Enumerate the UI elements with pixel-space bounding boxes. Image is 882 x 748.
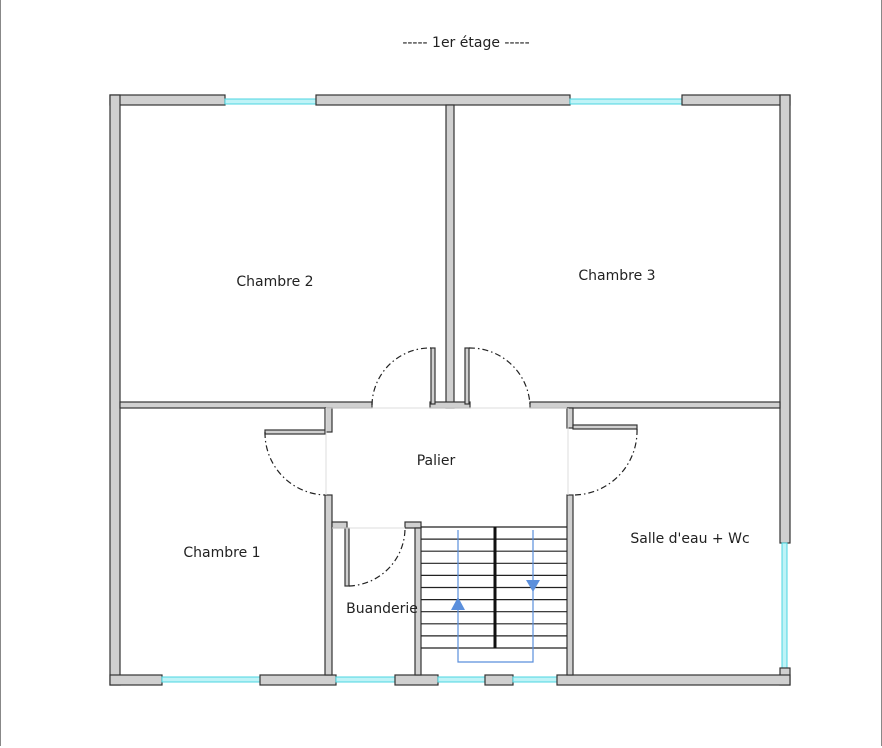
window <box>335 676 396 683</box>
window <box>161 676 261 683</box>
room-label-chambre-2: Chambre 2 <box>236 274 313 290</box>
window <box>512 676 558 683</box>
floor-title: ----- 1er étage ----- <box>402 35 529 51</box>
window <box>569 98 683 105</box>
staircase <box>421 526 567 663</box>
window <box>781 542 788 669</box>
room-label-salle-deau: Salle d'eau + Wc <box>630 531 749 547</box>
exterior-walls <box>109 94 791 686</box>
window <box>437 676 486 683</box>
arrow-down-icon <box>526 580 540 592</box>
room-label-chambre-1: Chambre 1 <box>183 545 260 561</box>
room-label-chambre-3: Chambre 3 <box>578 268 655 284</box>
arrow-up-icon <box>451 597 465 610</box>
room-label-palier: Palier <box>417 453 456 469</box>
window <box>224 98 317 105</box>
interior-walls <box>119 104 781 676</box>
stair-direction-line <box>457 530 534 663</box>
room-label-buanderie: Buanderie <box>346 601 418 617</box>
doors <box>264 347 638 587</box>
